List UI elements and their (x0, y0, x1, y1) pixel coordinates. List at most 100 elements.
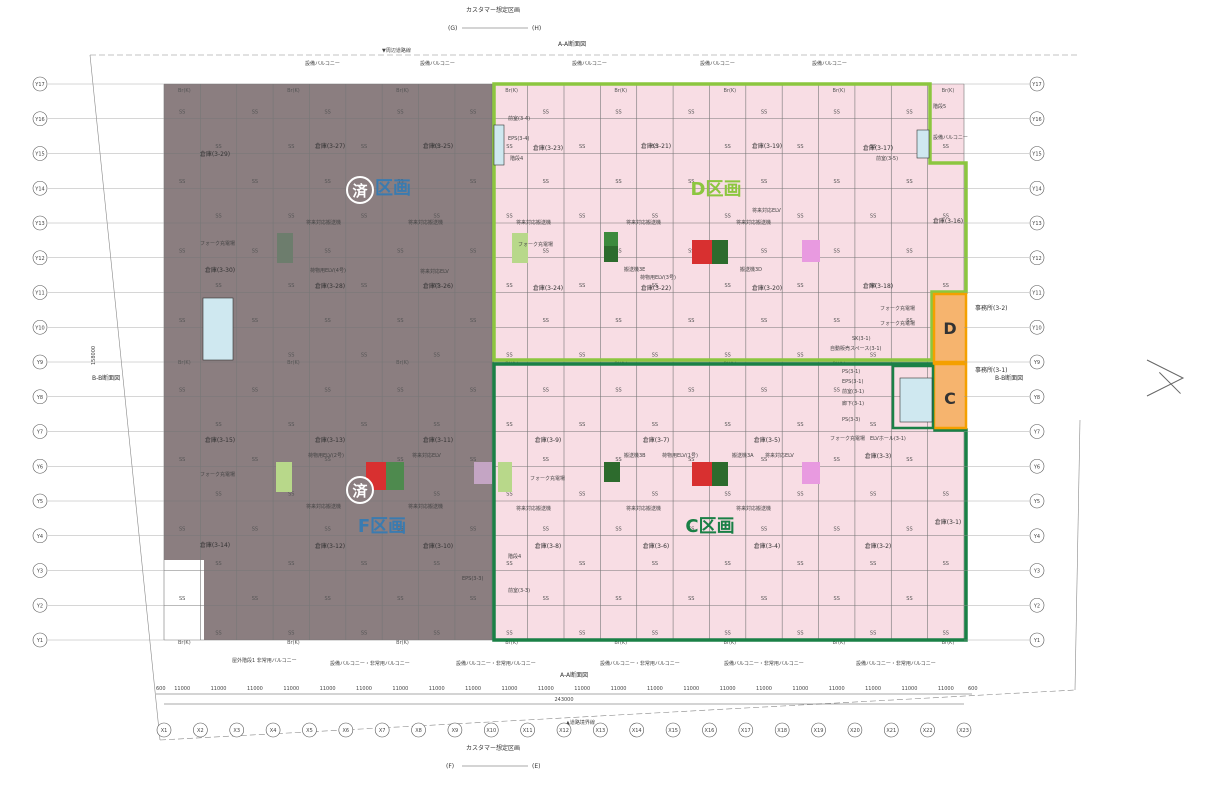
dim-span-label: 11000 (611, 686, 627, 692)
svg-text:フォーク充電場: フォーク充電場 (530, 475, 565, 482)
axis-x-label: X23 (959, 728, 969, 734)
svg-text:設備バルコニー: 設備バルコニー (933, 134, 968, 141)
dim-span-label: 11000 (429, 686, 445, 692)
axis-y-label: Y12 (1031, 256, 1041, 262)
axis-x-label: X2 (197, 728, 204, 734)
svg-text:倉庫(3-19): 倉庫(3-19) (752, 142, 782, 150)
svg-text:EPS(3-1): EPS(3-1) (842, 379, 863, 385)
axis-bubble (593, 722, 608, 738)
ss-mark: SS (688, 318, 694, 324)
brk-mark: Br(K) (833, 88, 846, 94)
title-bottom: カスタマー想定区画 (466, 744, 520, 752)
axis-y-label: Y7 (1033, 430, 1040, 436)
ss-mark: SS (397, 526, 403, 532)
axis-bubble (665, 722, 681, 738)
axis-bubble (32, 493, 48, 509)
axis-x-label: X8 (415, 728, 422, 734)
ss-mark: SS (579, 283, 585, 289)
svg-text:将来対応搬送機: 将来対応搬送機 (736, 219, 771, 226)
ss-mark: SS (579, 144, 585, 150)
ss-mark: SS (943, 283, 949, 289)
svg-text:設備バルコニー: 設備バルコニー (812, 60, 847, 67)
ss-mark: SS (688, 109, 694, 115)
svg-text:搬送機3E: 搬送機3E (624, 266, 645, 273)
axis-bubble (1029, 632, 1045, 648)
ss-mark: SS (943, 631, 949, 637)
ss-mark: SS (797, 214, 803, 220)
svg-text:荷物用ELV(1号): 荷物用ELV(1号) (662, 452, 698, 459)
ss-mark: SS (652, 283, 658, 289)
svg-text:倉庫(3-6): 倉庫(3-6) (643, 542, 669, 550)
ss-mark: SS (724, 561, 730, 567)
svg-text:設備バルコニー・非常用バルコニー: 設備バルコニー・非常用バルコニー (330, 660, 410, 667)
axis-y-label: Y16 (34, 117, 44, 123)
svg-text:前室(3-4): 前室(3-4) (508, 115, 530, 122)
ss-mark: SS (361, 561, 367, 567)
svg-text:フォーク充電場: フォーク充電場 (200, 240, 235, 247)
axis-x-label: X6 (343, 728, 350, 734)
ss-mark: SS (615, 318, 621, 324)
brk-mark: Br(K) (287, 640, 300, 646)
axis-bubble (847, 722, 863, 738)
axis-bubble (156, 722, 172, 738)
axis-y-label: Y17 (1031, 82, 1041, 88)
ss-mark: SS (470, 457, 476, 463)
ss-mark: SS (397, 318, 403, 324)
svg-text:荷物用ELV(2号): 荷物用ELV(2号) (308, 452, 344, 459)
svg-text:自動販売スペース(3-1): 自動販売スペース(3-1) (830, 345, 882, 352)
ss-mark: SS (506, 214, 512, 220)
ss-mark: SS (179, 596, 185, 602)
axis-y-label: Y2 (36, 603, 43, 609)
axis-bubble (32, 458, 48, 474)
svg-text:将来対応搬送機: 将来対応搬送機 (626, 505, 661, 512)
ss-mark: SS (688, 387, 694, 393)
ss-mark: SS (906, 318, 912, 324)
axis-y-label: Y6 (36, 464, 43, 470)
ss-mark: SS (615, 179, 621, 185)
axis-y-label: Y13 (34, 221, 44, 227)
axis-bubble (374, 722, 390, 738)
axis-x-label: X21 (886, 728, 896, 734)
ss-mark: SS (179, 526, 185, 532)
axis-bubble (883, 722, 899, 738)
ss-mark: SS (761, 248, 767, 254)
ss-mark: SS (288, 283, 294, 289)
axis-bubble (1029, 111, 1045, 127)
ss-mark: SS (906, 596, 912, 602)
svg-text:倉庫(3-24): 倉庫(3-24) (533, 284, 563, 292)
dim-span-label: 11000 (938, 686, 954, 692)
axis-bubble (1029, 319, 1045, 335)
svg-text:階段4: 階段4 (508, 553, 521, 560)
svg-text:倉庫(3-14): 倉庫(3-14) (200, 541, 230, 549)
axis-y-label: Y8 (1033, 395, 1040, 401)
ss-mark: SS (179, 457, 185, 463)
ss-mark: SS (434, 561, 440, 567)
ss-mark: SS (870, 561, 876, 567)
axis-bubble (32, 354, 48, 370)
ss-mark: SS (797, 422, 803, 428)
zone-d-outline (492, 82, 968, 362)
ss-mark: SS (215, 492, 221, 498)
axis-y-label: Y10 (1031, 325, 1041, 331)
axis-y-label: Y1 (36, 638, 43, 644)
axis-bubble (483, 722, 499, 738)
svg-text:設備バルコニー・非常用バルコニー: 設備バルコニー・非常用バルコニー (600, 660, 680, 667)
ss-mark: SS (724, 353, 730, 359)
svg-text:将来対応搬送機: 将来対応搬送機 (306, 503, 341, 510)
axis-y-label: Y7 (36, 430, 43, 436)
ss-mark: SS (324, 109, 330, 115)
axis-x-label: X12 (559, 728, 569, 734)
ss-mark: SS (724, 144, 730, 150)
ss-mark: SS (761, 109, 767, 115)
axis-y-label: Y4 (1033, 534, 1040, 540)
ss-mark: SS (652, 144, 658, 150)
axis-bubble (1029, 563, 1045, 578)
axis-x-label: X20 (850, 728, 860, 734)
brk-mark: Br(K) (942, 640, 955, 646)
ss-mark: SS (179, 179, 185, 185)
axis-y-label: Y17 (34, 82, 44, 88)
ss-mark: SS (797, 353, 803, 359)
zone-e-label: 区画 (375, 178, 411, 199)
